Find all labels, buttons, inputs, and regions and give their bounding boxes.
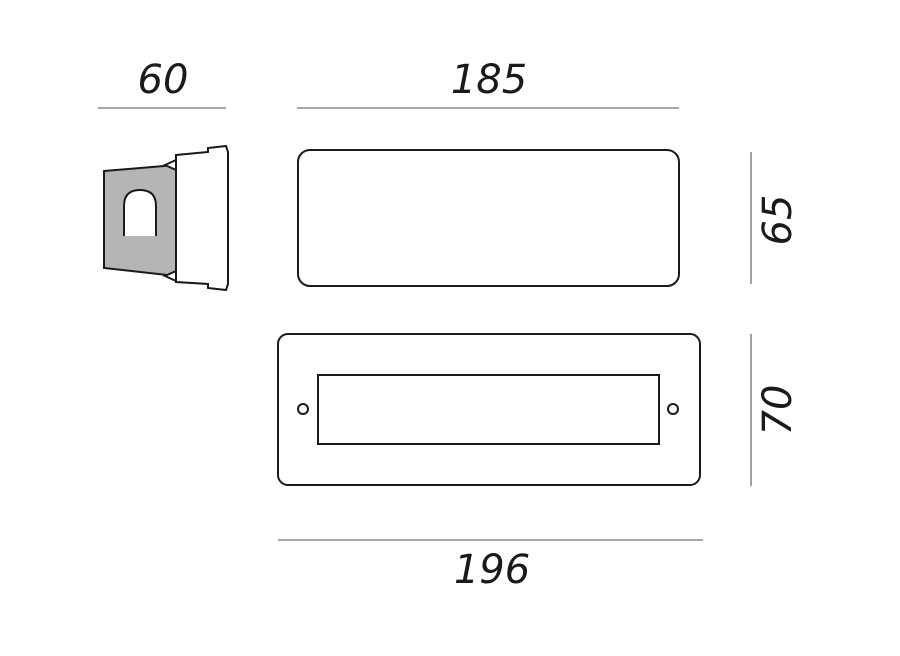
front-view-body xyxy=(297,149,680,287)
dimension-plate-width: 196 xyxy=(278,539,703,593)
dimension-front-height: 65 xyxy=(750,152,801,284)
faceplate-window xyxy=(317,374,660,445)
screw-hole-left-icon xyxy=(297,403,309,415)
front-view xyxy=(297,149,680,287)
screw-hole-right-icon xyxy=(667,403,679,415)
dimension-label-plate-width: 196 xyxy=(454,547,530,593)
dimension-label-side-depth: 60 xyxy=(138,57,189,103)
side-view-cable-entry xyxy=(123,188,157,236)
dimension-label-front-width: 185 xyxy=(451,57,527,103)
side-view-flange xyxy=(175,144,229,292)
dimension-side-depth: 60 xyxy=(98,57,226,109)
dimension-front-width: 185 xyxy=(297,57,679,109)
dimension-label-front-height: 65 xyxy=(755,195,801,246)
side-view xyxy=(103,144,229,292)
side-view-clip xyxy=(162,158,177,283)
dimension-plate-height: 70 xyxy=(750,334,801,486)
faceplate-view xyxy=(277,333,701,486)
dimension-label-plate-height: 70 xyxy=(755,385,801,436)
